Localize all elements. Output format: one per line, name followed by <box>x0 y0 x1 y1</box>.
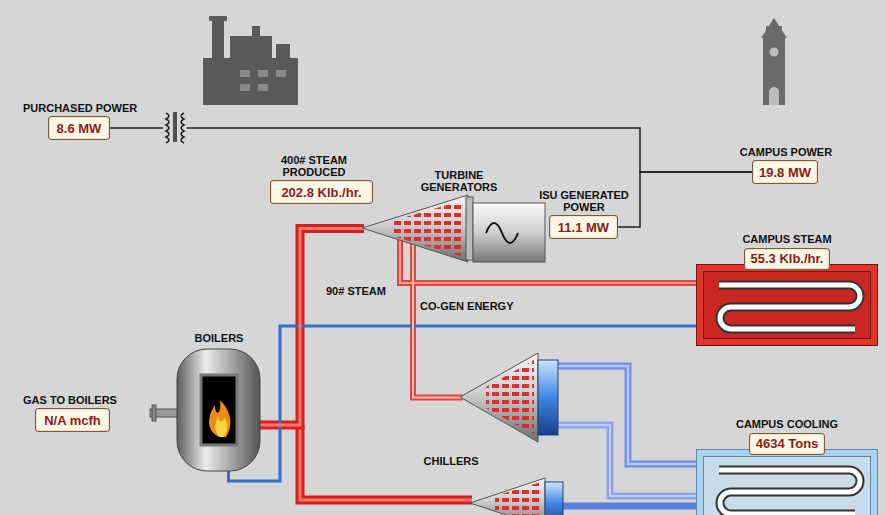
turbine-generator <box>362 195 545 262</box>
chiller-unit <box>486 360 534 435</box>
power-plant-icon <box>240 70 250 77</box>
transformer-symbol <box>181 113 184 143</box>
equipment-drawing <box>175 345 262 475</box>
power-plant-icon <box>258 84 268 91</box>
campus-tower-icon <box>763 38 785 105</box>
turbine-generator: TURBINE GENERATORS <box>362 195 545 262</box>
campus-tower-icon <box>766 26 782 38</box>
transformer-symbol <box>174 112 176 142</box>
cooling-heat-exchanger: CAMPUS COOLING4634 Tons <box>697 450 877 515</box>
meter-heading: 400# STEAM PRODUCED <box>273 154 355 178</box>
chiller-unit <box>460 353 558 442</box>
heat-exchanger-coil <box>719 470 860 514</box>
steam-heat-exchanger: CAMPUS STEAM55.3 Klb./hr. <box>697 265 877 345</box>
meter-heading: GAS TO BOILERS <box>23 394 117 406</box>
campus-tower-icon <box>770 48 779 57</box>
power-plant-icon <box>258 70 268 77</box>
transformer-symbol <box>163 111 187 143</box>
turbine-generator <box>392 200 464 257</box>
steam-pipe <box>413 240 463 398</box>
exchanger-drawing <box>703 271 871 339</box>
turbine-generator <box>486 223 518 243</box>
boiler: BOILERS <box>175 345 262 475</box>
power-plant-icon <box>240 84 250 91</box>
chilled-water-pipe <box>558 366 697 464</box>
lower-chiller <box>470 478 563 515</box>
pipe-label: 90# STEAM <box>326 285 386 297</box>
exchanger-value: 55.3 Klb./hr. <box>744 248 831 270</box>
gas-meter: N/A mcfhGAS TO BOILERS <box>35 408 110 432</box>
power-plant-icon <box>276 70 286 77</box>
meter-value: 8.6 MW <box>57 121 102 136</box>
pipe-highlight <box>413 240 463 398</box>
lower-chiller <box>470 478 545 515</box>
equipment-heading: BOILERS <box>179 332 259 344</box>
generated-power-meter: 11.1 MWISU GENERATED POWER <box>549 215 618 239</box>
exchanger-heading: CAMPUS COOLING <box>683 418 886 430</box>
boiler-vessel <box>215 417 227 437</box>
equipment-heading: TURBINE GENERATORS <box>417 169 501 193</box>
power-line <box>110 128 752 172</box>
campus-power-meter: 19.8 MWCAMPUS POWER <box>752 160 818 184</box>
power-plant-icon <box>203 58 298 105</box>
gas-inlet-pipe <box>150 405 178 421</box>
equipment-drawing <box>460 350 560 445</box>
exchanger-heading: CAMPUS STEAM <box>683 233 886 245</box>
meter-value: N/A mcfh <box>44 413 101 428</box>
meter-value: 202.8 Klb./hr. <box>281 185 361 200</box>
transformer-symbol <box>163 111 187 143</box>
transformer-symbol <box>166 113 169 143</box>
heat-exchanger-coil <box>719 285 860 329</box>
equipment-heading: CHILLERS <box>416 455 486 467</box>
meter-heading: PURCHASED POWER <box>23 102 137 114</box>
chiller-unit <box>460 353 538 442</box>
gas-inlet-pipe <box>152 405 156 421</box>
power-plant-icon <box>252 26 260 38</box>
equipment-drawing <box>362 195 545 262</box>
turbine-generator <box>473 203 545 262</box>
purchased-power-meter: 8.6 MWPURCHASED POWER <box>48 116 110 140</box>
boiler-vessel <box>201 375 237 445</box>
turbine-generator <box>362 195 468 262</box>
power-plant-icon <box>209 16 227 21</box>
power-plant-icon <box>203 16 298 105</box>
exchanger-value: 4634 Tons <box>749 433 826 455</box>
meter-heading: CAMPUS POWER <box>736 146 836 158</box>
boiler-vessel <box>209 400 230 437</box>
chiller-unit <box>538 360 558 435</box>
heat-exchanger-coil <box>719 285 860 329</box>
heat-exchanger-coil <box>719 470 860 514</box>
heat-exchanger-coil <box>719 285 860 329</box>
pipe-label: CO-GEN ENERGY <box>420 300 514 312</box>
exchanger-header: CAMPUS STEAM 55.3 Klb./hr. <box>683 233 886 270</box>
meter-value: 11.1 MW <box>558 220 609 235</box>
exchanger-drawing <box>703 456 871 515</box>
pipe-highlight <box>558 366 697 464</box>
campus-tower-icon <box>769 87 779 105</box>
chilled-water-pipe <box>560 503 700 510</box>
heat-exchanger-coil <box>719 470 860 514</box>
meter-value: 19.8 MW <box>759 165 811 180</box>
boiler-vessel <box>177 349 260 471</box>
boiler-vessel <box>177 349 260 471</box>
chiller: CHILLERS <box>460 350 560 445</box>
turbine-generator <box>466 197 473 260</box>
lower-chiller <box>545 482 563 515</box>
pipe-highlight <box>260 229 364 426</box>
lower-chiller <box>495 482 541 515</box>
campus-tower-icon <box>761 18 787 105</box>
power-plant-icon <box>212 18 224 62</box>
meter-heading: ISU GENERATED POWER <box>532 189 636 213</box>
power-plant-icon <box>230 36 272 62</box>
power-plant-icon <box>276 44 290 60</box>
steam-produced-meter: 202.8 Klb./hr.400# STEAM PRODUCED <box>270 180 373 204</box>
exchanger-header: CAMPUS COOLING 4634 Tons <box>683 418 886 455</box>
campus-tower-icon <box>761 18 787 38</box>
power-line <box>618 172 752 227</box>
